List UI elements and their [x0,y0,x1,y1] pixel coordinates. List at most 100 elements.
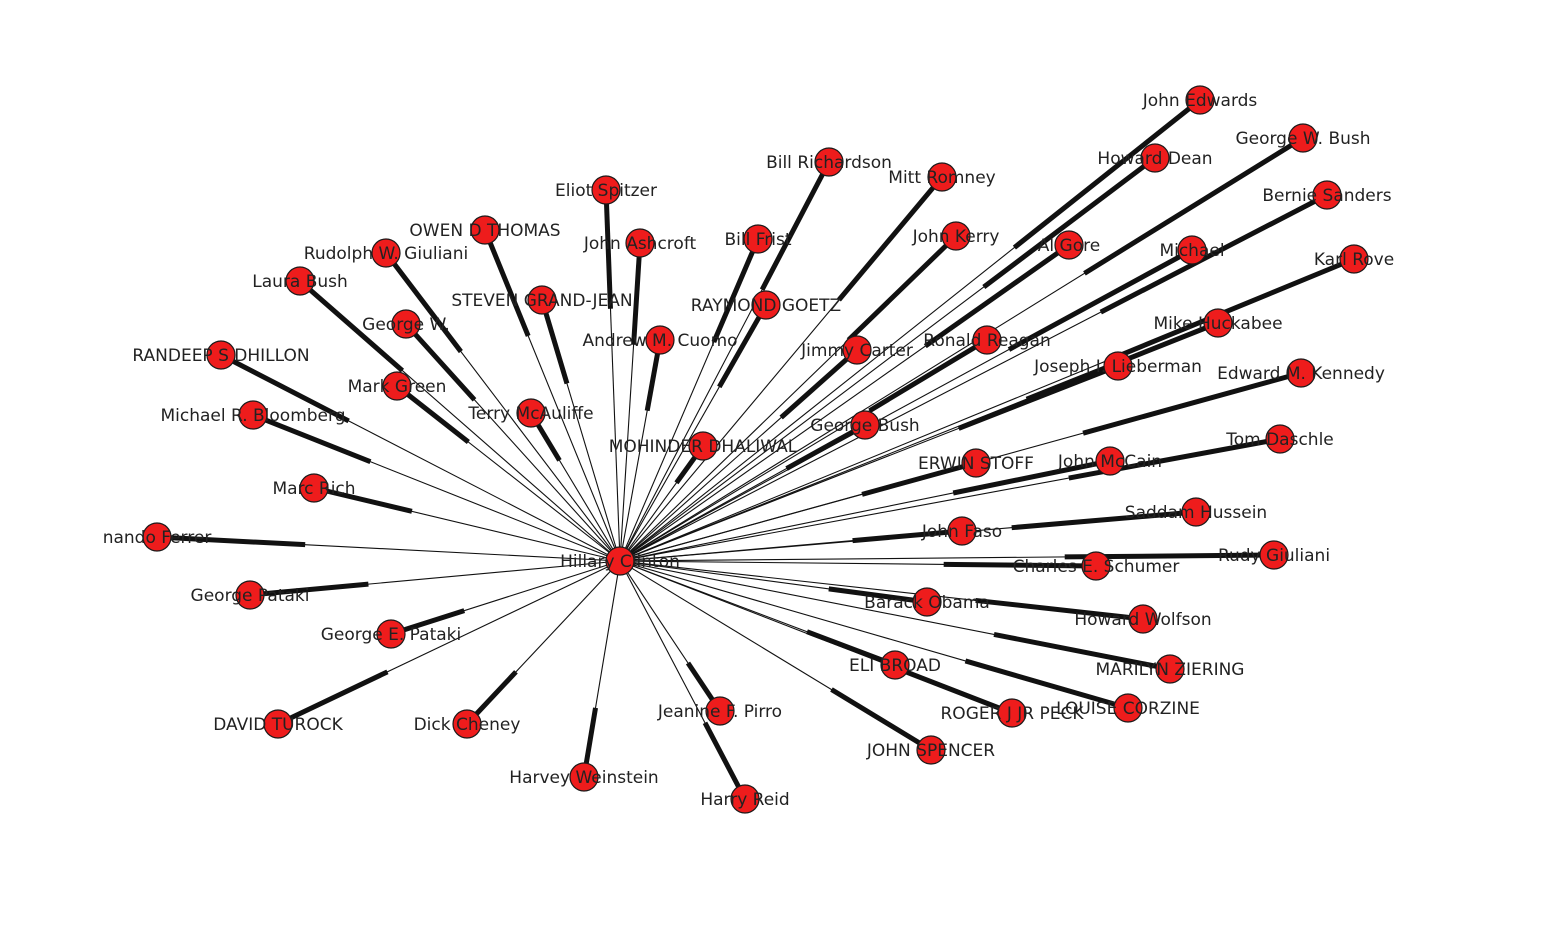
node-label: George Pataki [191,586,310,606]
node-label: Michael [1159,241,1224,261]
node-label: Al Gore [1038,236,1100,256]
node[interactable] [1259,540,1289,570]
node[interactable] [814,147,844,177]
node[interactable] [235,580,265,610]
node-label: John Kerry [912,227,1000,247]
node[interactable] [516,398,546,428]
node-label: Howard Wolfson [1074,610,1211,630]
node[interactable] [452,709,482,739]
node[interactable] [972,325,1002,355]
node-label: Saddam Hussein [1125,503,1267,523]
node[interactable] [927,162,957,192]
node-label: OWEN D THOMAS [409,221,560,241]
node[interactable] [1140,143,1170,173]
node[interactable] [142,522,172,552]
node[interactable] [705,696,735,726]
node[interactable] [206,340,236,370]
node[interactable] [391,309,421,339]
node[interactable] [688,431,718,461]
node[interactable] [947,516,977,546]
node[interactable] [1081,551,1111,581]
node[interactable] [1177,235,1207,265]
node-label: John Edwards [1142,91,1258,111]
node[interactable] [842,335,872,365]
edge-thick [1099,192,1329,315]
node-label: RANDEEP S DHILLON [132,346,309,366]
node[interactable] [1312,180,1342,210]
edge-thick [404,322,477,402]
node[interactable] [645,325,675,355]
edge-thick [711,238,761,344]
node[interactable] [569,762,599,792]
node[interactable] [916,735,946,765]
node-label: Hillary Clinton [560,552,680,572]
node-label: DAVID TUROCK [213,715,343,735]
edge-thick [249,581,369,598]
edge-thick [868,337,989,413]
node-label: Marc Rich [272,479,355,499]
node[interactable] [1203,308,1233,338]
node[interactable] [382,371,412,401]
node[interactable] [1095,446,1125,476]
node-label: RAYMOND GOETZ [691,296,841,316]
edge-thick [717,303,769,389]
node[interactable] [1155,654,1185,684]
node[interactable] [730,784,760,814]
node[interactable] [1113,693,1143,723]
node[interactable] [1103,351,1133,381]
node-label: George Bush [810,416,919,436]
node-label: Rudy Giuliani [1218,546,1330,566]
node[interactable] [743,224,773,254]
node-label: John Ashcroft [583,234,697,254]
node[interactable] [850,410,880,440]
node-label: Joseph I. Lieberman [1033,357,1202,377]
node[interactable] [912,587,942,617]
node[interactable] [299,473,329,503]
node-label: Bernie Sanders [1262,186,1391,206]
edge-thick [806,629,896,668]
node-label: ERWIN STOFF [918,454,1034,474]
node[interactable] [1288,123,1318,153]
node[interactable] [591,175,621,205]
edge-thick [785,422,867,471]
node-label: Karl Rove [1314,250,1394,270]
node[interactable] [263,709,293,739]
edge-thick [964,658,1129,711]
node[interactable] [1339,244,1369,274]
node-label: George W. Bush [1235,129,1370,149]
edge-thick [603,189,613,309]
edge-thick [982,156,1157,289]
nodes-layer [142,85,1369,814]
node[interactable] [880,650,910,680]
node[interactable] [1128,604,1158,634]
node-label: MARILYN ZIERING [1096,660,1245,680]
node-label: Jimmy Carter [800,341,913,361]
node[interactable] [371,238,401,268]
node[interactable] [941,221,971,251]
node-label: Dick Cheney [414,715,521,735]
node[interactable] [1185,85,1215,115]
node[interactable] [527,285,557,315]
node[interactable] [470,215,500,245]
node[interactable] [1054,230,1084,260]
node[interactable] [1181,497,1211,527]
node-label: Michael R. Bloomberg [160,406,345,426]
node[interactable] [997,698,1027,728]
node[interactable] [376,619,406,649]
node[interactable] [285,266,315,296]
node[interactable] [238,400,268,430]
node[interactable] [625,228,655,258]
node[interactable] [1286,358,1316,388]
node[interactable] [751,290,781,320]
edge-thick [993,631,1171,672]
node[interactable] [1265,424,1295,454]
node-label: Laura Bush [252,272,348,292]
edge-thick [943,561,1097,569]
node-label: Bill Richardson [766,153,892,173]
node[interactable] [961,448,991,478]
node-center[interactable] [605,546,635,576]
edges-layer [156,98,1355,801]
edge-thick [759,160,832,291]
edge-thick [1082,370,1302,436]
